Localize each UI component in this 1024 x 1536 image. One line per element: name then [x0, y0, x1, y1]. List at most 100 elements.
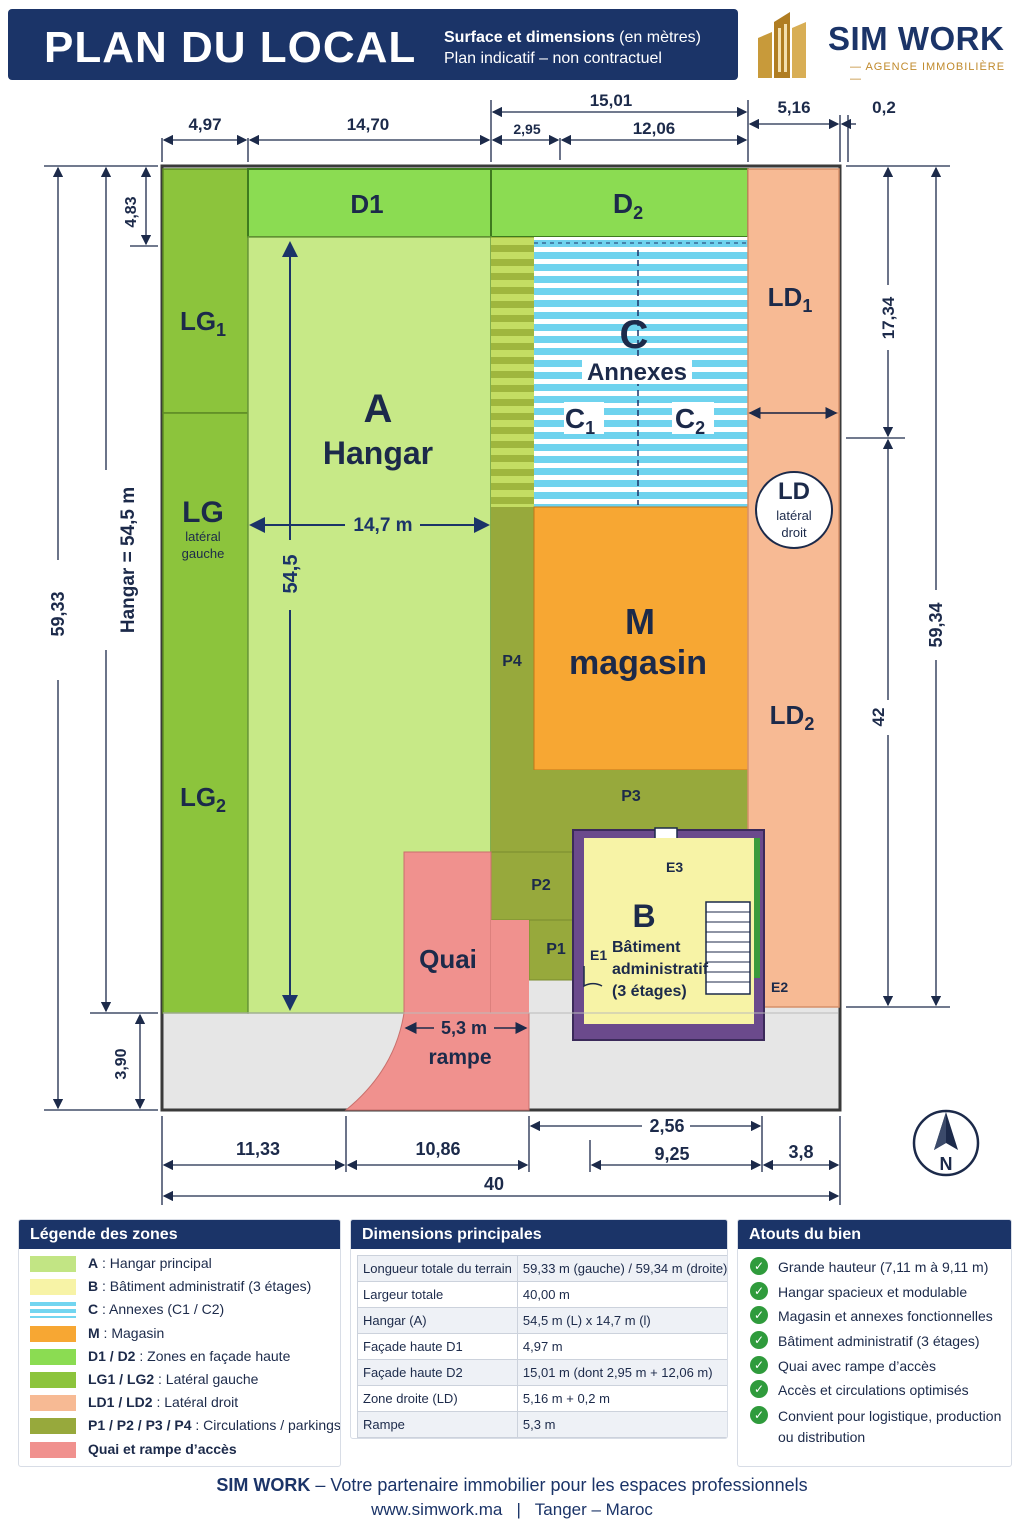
- label-c2-bg: [672, 402, 714, 434]
- dim-bot-256: 2,56: [649, 1116, 684, 1136]
- footer-tagline: SIM WORK – Votre partenaire immobilier p…: [216, 1475, 808, 1495]
- header-banner: PLAN DU LOCAL Surface et dimensions (en …: [8, 9, 738, 80]
- dimension-value-cell: 40,00 m: [516, 1281, 727, 1308]
- dimension-value-cell: 4,97 m: [516, 1333, 727, 1360]
- check-icon: ✓: [750, 1282, 768, 1300]
- label-lg-line1: latéral: [185, 529, 221, 544]
- atout-text: Bâtiment administratif (3 étages): [778, 1333, 980, 1349]
- dimension-name-cell: Façade haute D2: [357, 1359, 518, 1386]
- label-lg-line2: gauche: [182, 546, 225, 561]
- legend-swatch: [30, 1256, 76, 1272]
- label-m-letter: M: [625, 601, 655, 642]
- atout-text: Grande hauteur (7,11 m à 9,11 m): [778, 1259, 989, 1275]
- label-ld-line2: droit: [781, 525, 807, 540]
- zone-d1: [247, 168, 492, 238]
- dimension-value-cell: 5,3 m: [516, 1411, 727, 1438]
- logo-tagline: — AGENCE IMMOBILIÈRE —: [850, 61, 1006, 85]
- zone-quai: [403, 851, 492, 1014]
- floor-plan: D1 D2 LG1 LG latéral gauche LG2 A Hangar…: [44, 91, 980, 1205]
- check-icon: ✓: [750, 1257, 768, 1275]
- label-ld: LD: [778, 478, 810, 505]
- legend-swatch: [30, 1302, 76, 1319]
- legend-title: Légende des zones: [19, 1220, 340, 1249]
- label-c1-bg: [564, 402, 604, 434]
- table-row: Zone droite (LD)5,16 m + 0,2 m: [357, 1385, 727, 1412]
- door-e3-icon: [654, 827, 678, 838]
- legend-swatch: [30, 1395, 76, 1412]
- dim-bot-40: 40: [484, 1174, 504, 1194]
- label-ld-line1: latéral: [776, 508, 812, 523]
- dim-right-42: 42: [869, 708, 888, 727]
- legend-label: Quai et rampe d’accès: [88, 1440, 237, 1457]
- page-title: PLAN DU LOCAL: [44, 23, 417, 72]
- dim-top-1501: 15,01: [590, 91, 633, 110]
- dim-top-497: 4,97: [188, 115, 221, 134]
- label-e3: E3: [666, 859, 683, 875]
- zone-p4: [491, 507, 534, 770]
- label-b-letter: B: [632, 898, 655, 934]
- legend-swatch: [30, 1279, 76, 1296]
- label-lg1: LG1: [180, 306, 226, 340]
- legend-swatch: [30, 1325, 76, 1342]
- label-b-line1: Bâtiment: [612, 939, 681, 956]
- atouts-title: Atouts du bien: [738, 1220, 1011, 1249]
- label-ld1: LD1: [768, 282, 813, 316]
- dimension-value-cell: 59,33 m (gauche) / 59,34 m (droite): [516, 1255, 727, 1282]
- label-p4: P4: [502, 653, 522, 670]
- top-dimensions: [161, 100, 856, 162]
- label-ld2: LD2: [770, 700, 815, 734]
- legend-label: M : Magasin: [88, 1324, 165, 1341]
- dimensions-title: Dimensions principales: [351, 1220, 727, 1249]
- label-c-name: Annexes: [587, 359, 687, 386]
- legend-swatch: [30, 1348, 76, 1365]
- door-e1-icon: [583, 966, 603, 988]
- zone-ld1: [747, 168, 840, 414]
- zone-lg1: [162, 168, 249, 414]
- compass-label: N: [940, 1154, 953, 1174]
- header-disclaimer: Plan indicatif – non contractuel: [444, 50, 662, 67]
- atout-text: Convient pour logistique, production ou …: [778, 1408, 1002, 1445]
- dim-bot-256-bg: [644, 1116, 688, 1136]
- check-icon: ✓: [750, 1306, 768, 1324]
- dimension-name-cell: Largeur totale: [357, 1281, 518, 1308]
- dimension-name-cell: Zone droite (LD): [357, 1385, 518, 1412]
- north-arrow-icon: [912, 1109, 980, 1177]
- label-d1: D1: [350, 189, 383, 219]
- dim-bot-1133: 11,33: [236, 1139, 280, 1159]
- b-green-edge: [754, 838, 760, 978]
- dimensions-panel: Dimensions principales Longueur totale d…: [350, 1219, 728, 1439]
- dim-top-02: 0,2: [872, 98, 896, 117]
- dim-top-295: 2,95: [513, 121, 540, 137]
- legend-label: B : Bâtiment administratif (3 étages): [88, 1278, 312, 1295]
- zone-p2: [490, 851, 582, 921]
- label-quai: Quai: [419, 944, 477, 974]
- label-lg2: LG2: [180, 782, 226, 816]
- label-e1: E1: [590, 947, 607, 963]
- bottom-dimensions: [161, 1116, 841, 1205]
- dim-bot-925: 9,25: [654, 1144, 689, 1164]
- dim-hangar-width-label: 14,7 m: [353, 515, 412, 536]
- label-c-name-bg: [582, 358, 692, 384]
- label-e2: E2: [771, 979, 788, 995]
- stairs-icon: [705, 901, 751, 995]
- dim-right-1734: 17,34: [879, 296, 898, 339]
- legend-swatch: [30, 1441, 76, 1458]
- dimension-value-cell: 54,5 m (L) x 14,7 m (l): [516, 1307, 727, 1334]
- atout-text: Quai avec rampe d’accès: [778, 1358, 936, 1374]
- dim-left-390: 3,90: [113, 1048, 130, 1079]
- label-rampe: rampe: [428, 1046, 491, 1069]
- label-m-name: magasin: [569, 644, 707, 682]
- label-c-letter: C: [620, 313, 649, 357]
- dim-bot-1086: 10,86: [415, 1139, 460, 1159]
- label-c1: C1: [565, 403, 595, 438]
- dim-left-hangar: Hangar = 54,5 m: [118, 487, 139, 633]
- legend-label: LD1 / LD2 : Latéral droit: [88, 1394, 239, 1411]
- left-dimensions: [44, 165, 158, 1111]
